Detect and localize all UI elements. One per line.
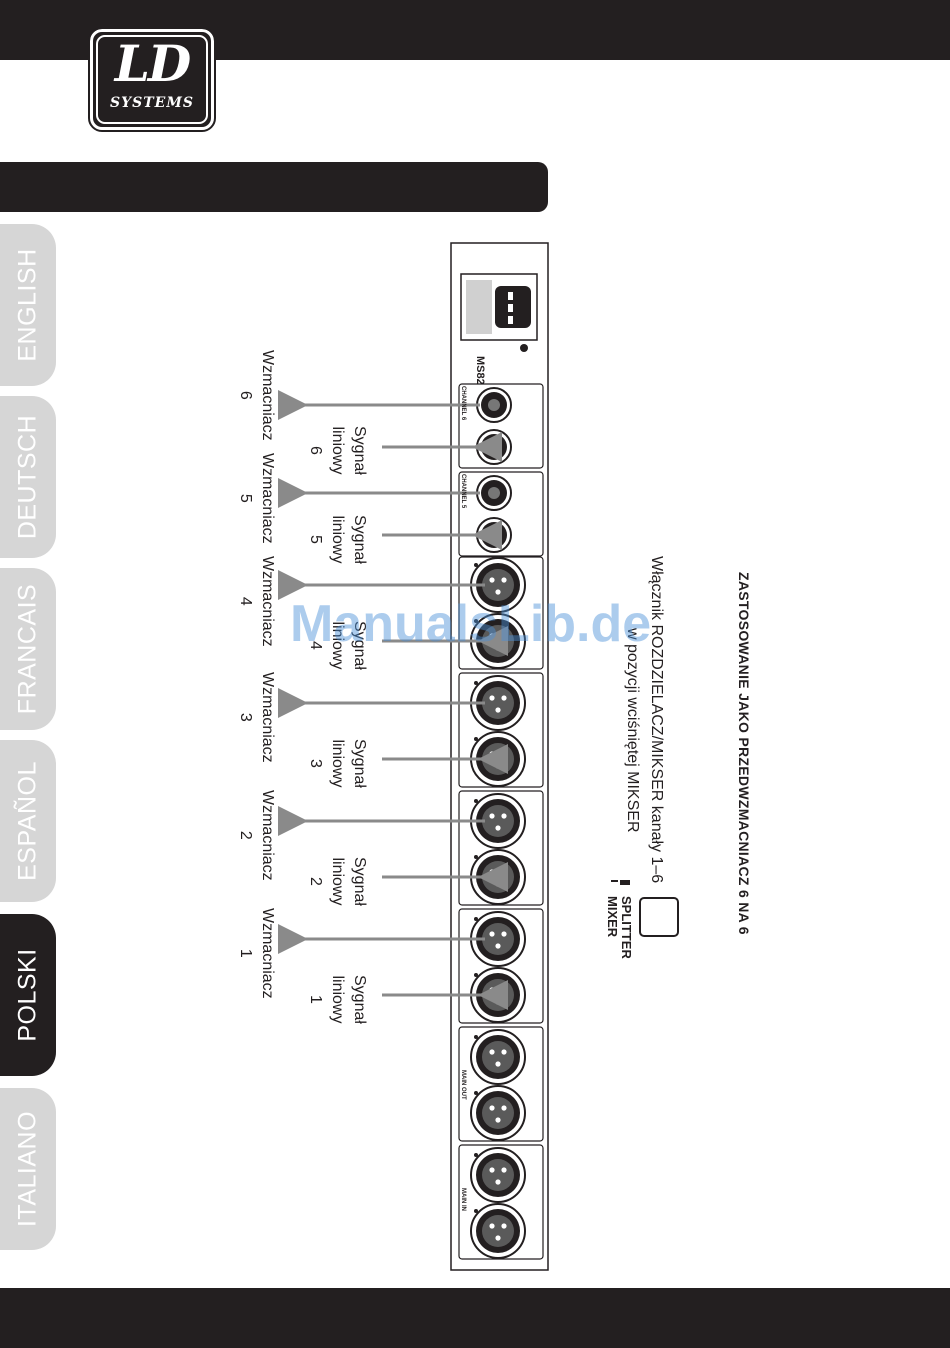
model-label: MS828 — [474, 356, 486, 391]
switch-option-mixer: MIXER — [605, 896, 620, 938]
watermark: ManualsLib.de — [290, 595, 652, 653]
line-signal-label-2: Sygnał liniowy 2 — [304, 857, 370, 906]
panel-label-ch6: CHANNEL 6 — [460, 386, 466, 421]
tab-english[interactable]: ENGLISH — [0, 224, 56, 386]
tab-italiano[interactable]: ITALIANO — [0, 1088, 56, 1250]
amplifier-label-5: Wzmacniacz 5 — [234, 453, 278, 544]
amplifier-label-6: Wzmacniacz 6 — [234, 350, 278, 441]
sig-word: Sygnał — [351, 857, 368, 906]
sig-word: Sygnał — [351, 739, 368, 788]
amp-word: Wzmacniacz — [259, 908, 276, 999]
sig-word2: liniowy — [329, 515, 346, 564]
sig-word2: liniowy — [329, 975, 346, 1024]
sig-word: Sygnał — [351, 975, 368, 1024]
amp-number: 2 — [237, 830, 254, 840]
sig-number: 1 — [307, 995, 324, 1004]
amp-word: Wzmacniacz — [259, 453, 276, 544]
amp-word: Wzmacniacz — [259, 556, 276, 647]
amp-number: 5 — [237, 493, 254, 503]
switch-options: SPLITTER MIXER — [605, 896, 634, 959]
amp-word: Wzmacniacz — [259, 350, 276, 441]
splitter-mixer-switch — [639, 897, 679, 937]
sig-number: 3 — [307, 759, 324, 768]
tab-polski[interactable]: POLSKI — [0, 914, 56, 1076]
tab-deutsch[interactable]: DEUTSCH — [0, 396, 56, 558]
logo-ld-text: LD — [114, 34, 192, 93]
line-signal-label-5: Sygnał liniowy 5 — [304, 515, 370, 564]
line-signal-label-6: Sygnał liniowy 6 — [304, 426, 370, 475]
panel-label-main-out: MAIN OUT — [460, 1070, 466, 1100]
amplifier-label-4: Wzmacniacz 4 — [234, 556, 278, 647]
sig-word2: liniowy — [329, 857, 346, 906]
switch-option-splitter: SPLITTER — [619, 896, 634, 959]
sig-word: Sygnał — [351, 426, 368, 475]
line-signal-label-1: Sygnał liniowy 1 — [304, 975, 370, 1024]
panel-label-ch5: CHANNEL 5 — [460, 474, 466, 509]
section-title-bar — [0, 162, 548, 212]
amp-number: 3 — [237, 712, 254, 722]
line-signal-label-3: Sygnał liniowy 3 — [304, 739, 370, 788]
sig-number: 2 — [307, 877, 324, 886]
section-heading: ZASTOSOWANIE JAKO PRZEDWZMACNIACZ 6 NA 6 — [736, 572, 752, 935]
amplifier-label-3: Wzmacniacz 3 — [234, 672, 278, 763]
amp-word: Wzmacniacz — [259, 790, 276, 881]
amp-number: 6 — [237, 390, 254, 400]
footer-bar — [0, 1288, 950, 1348]
amp-number: 4 — [237, 596, 254, 606]
sig-word2: liniowy — [329, 739, 346, 788]
sig-word: Sygnał — [351, 515, 368, 564]
sig-word2: liniowy — [329, 426, 346, 475]
amp-number: 1 — [237, 948, 254, 958]
panel-label-main-in: MAIN IN — [460, 1188, 466, 1211]
ld-systems-logo: LD SYSTEMS — [88, 27, 216, 132]
sig-number: 6 — [307, 446, 324, 455]
amplifier-label-1: Wzmacniacz 1 — [234, 908, 278, 999]
logo-systems-text: SYSTEMS — [110, 95, 194, 111]
amplifier-label-2: Wzmacniacz 2 — [234, 790, 278, 881]
sig-number: 5 — [307, 535, 324, 544]
tab-francais[interactable]: FRANCAIS — [0, 568, 56, 730]
amp-word: Wzmacniacz — [259, 672, 276, 763]
tab-espanol[interactable]: ESPAÑOL — [0, 740, 56, 902]
